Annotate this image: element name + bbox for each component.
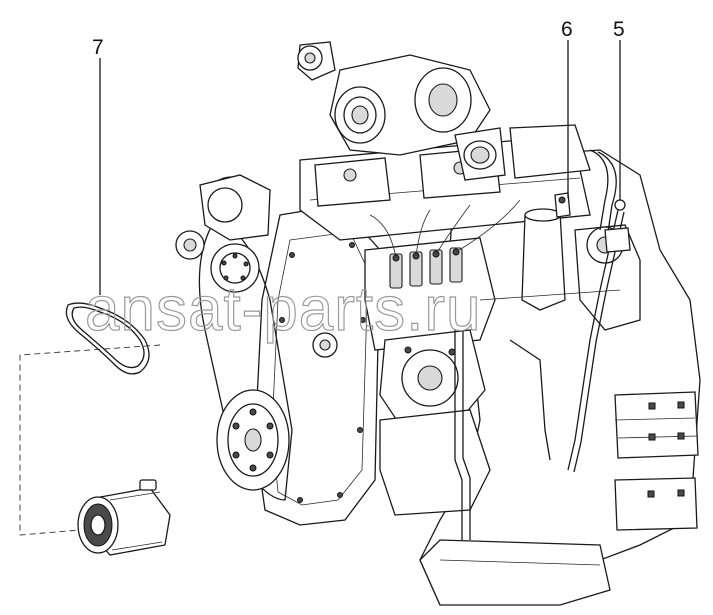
pipes [454, 289, 621, 540]
dipstick [567, 199, 631, 473]
pulleys-and-belt [175, 174, 293, 501]
turbocharger [297, 41, 506, 181]
leader-lines [99, 40, 621, 295]
callout-7: 7 [92, 36, 104, 59]
callout-6: 6 [561, 18, 573, 41]
fuel-filter-assembly [521, 192, 571, 311]
detached-belt [65, 302, 150, 375]
injection-pump [364, 199, 521, 516]
engine-block [419, 149, 701, 606]
watermark-text: ansat-parts.ru [85, 275, 482, 344]
callout-5: 5 [613, 18, 625, 41]
dashed-connector [19, 344, 161, 536]
ac-compressor [77, 479, 171, 556]
cylinder-head [299, 124, 591, 241]
